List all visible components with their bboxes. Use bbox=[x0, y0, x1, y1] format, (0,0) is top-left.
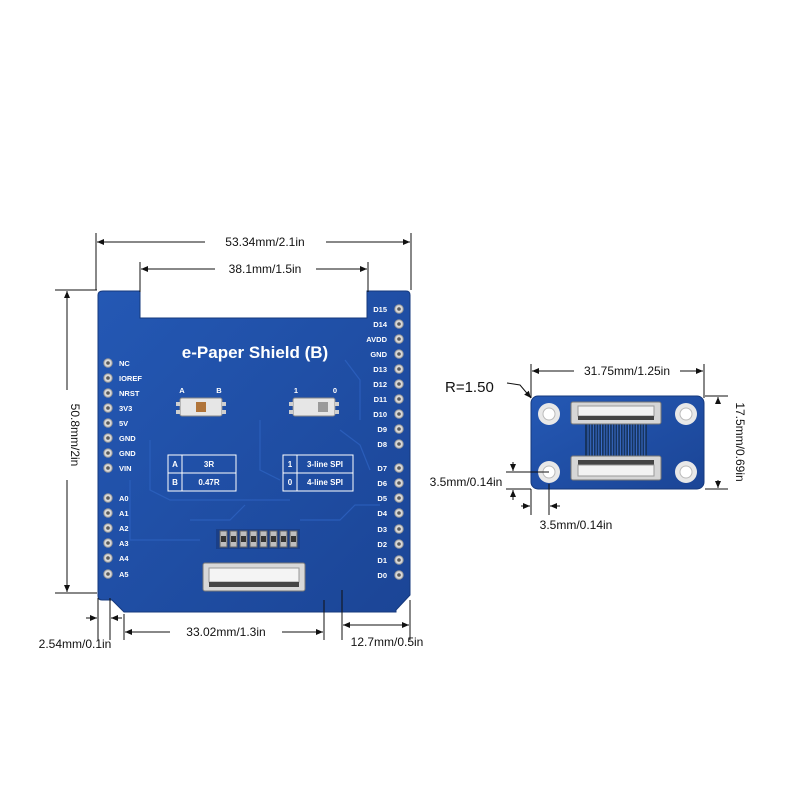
switch-spi-label-left: 1 bbox=[294, 386, 298, 395]
left-pin-label: 5V bbox=[119, 419, 128, 428]
adapter-connector-bottom bbox=[570, 455, 662, 481]
dim-adapter-width: 31.75mm/1.25in bbox=[584, 364, 670, 378]
right-pin-label: D9 bbox=[377, 425, 387, 434]
right-pin-label: D3 bbox=[377, 525, 387, 534]
mounting-hole bbox=[538, 403, 560, 425]
adapter-dimension-lines bbox=[506, 364, 728, 515]
left-pin-label: NRST bbox=[119, 389, 140, 398]
left-pin-label: A5 bbox=[119, 570, 129, 579]
right-pin-label: D13 bbox=[373, 365, 387, 374]
right-pin-label: D6 bbox=[377, 479, 387, 488]
left-pin-label: GND bbox=[119, 449, 136, 458]
dim-adapter-radius: R=1.50 bbox=[445, 379, 494, 396]
spi-table-row2-key: 0 bbox=[288, 478, 293, 487]
dim-height: 50.8mm/2in bbox=[68, 404, 82, 467]
switch-ab-label-left: A bbox=[179, 386, 185, 395]
dim-width-top: 38.1mm/1.5in bbox=[229, 262, 302, 276]
left-pin-label: A2 bbox=[119, 524, 129, 533]
left-pin-label: A3 bbox=[119, 539, 129, 548]
left-pin-label: VIN bbox=[119, 464, 132, 473]
right-pin-label: AVDD bbox=[366, 335, 387, 344]
component-row bbox=[216, 529, 300, 549]
switch-ab-label-right: B bbox=[216, 386, 222, 395]
right-pin-label: D14 bbox=[373, 320, 388, 329]
right-pin-label: D4 bbox=[377, 509, 387, 518]
dim-bottom-left: 2.54mm/0.1in bbox=[39, 637, 112, 651]
spi-table bbox=[282, 454, 354, 492]
spi-table-row1-key: 1 bbox=[288, 460, 293, 469]
adapter-board bbox=[530, 395, 705, 490]
resistor-table-row1-key: A bbox=[172, 460, 178, 469]
switch-spi-label-right: 0 bbox=[333, 386, 337, 395]
resistor-table-row2-value: 0.47R bbox=[198, 478, 220, 487]
right-pin-label: D11 bbox=[374, 395, 387, 404]
left-pin-label: IOREF bbox=[119, 374, 142, 383]
spi-table-row1-value: 3-line SPI bbox=[307, 460, 343, 469]
dim-adapter-hole-y: 3.5mm/0.14in bbox=[430, 475, 503, 489]
resistor-table-row1-value: 3R bbox=[204, 460, 214, 469]
dim-adapter-height: 17.5mm/0.69in bbox=[733, 402, 747, 481]
left-pin-label: NC bbox=[119, 359, 130, 368]
dim-bottom-mid: 33.02mm/1.3in bbox=[186, 625, 265, 639]
right-pin-label: D10 bbox=[373, 410, 387, 419]
switch-ab: A B bbox=[176, 386, 226, 417]
board-title: e-Paper Shield (B) bbox=[182, 343, 328, 362]
spi-table-row2-value: 4-line SPI bbox=[307, 478, 343, 487]
fpc-connector bbox=[202, 562, 306, 592]
dim-width-total: 53.34mm/2.1in bbox=[225, 235, 304, 249]
right-pin-label: GND bbox=[370, 350, 387, 359]
shield-board: e-Paper Shield (B) NC IOREF NRST 3V3 5V GND GN… bbox=[97, 290, 411, 613]
right-pin-label: D0 bbox=[377, 571, 387, 580]
right-pin-label: D1 bbox=[377, 556, 387, 565]
dim-bottom-right: 12.7mm/0.5in bbox=[351, 635, 424, 649]
right-pin-label: D2 bbox=[377, 540, 387, 549]
left-pin-label: GND bbox=[119, 434, 136, 443]
mounting-hole bbox=[675, 461, 697, 483]
mounting-hole bbox=[675, 403, 697, 425]
switch-spi: 1 0 bbox=[289, 386, 339, 417]
resistor-table bbox=[167, 454, 237, 492]
adapter-connector-top bbox=[570, 401, 662, 425]
dimension-lines bbox=[55, 233, 412, 640]
right-pin-label: D5 bbox=[377, 494, 387, 503]
left-pin-label: A1 bbox=[119, 509, 129, 518]
resistor-table-row2-key: B bbox=[172, 478, 178, 487]
right-pin-label: D15 bbox=[373, 305, 387, 314]
left-pin-label: 3V3 bbox=[119, 404, 132, 413]
dim-adapter-hole-x: 3.5mm/0.14in bbox=[540, 518, 613, 532]
left-pin-label: A4 bbox=[119, 554, 129, 563]
right-pin-label: D12 bbox=[373, 380, 387, 389]
left-pin-label: A0 bbox=[119, 494, 129, 503]
right-pin-label: D8 bbox=[377, 440, 387, 449]
right-pin-label: D7 bbox=[377, 464, 387, 473]
